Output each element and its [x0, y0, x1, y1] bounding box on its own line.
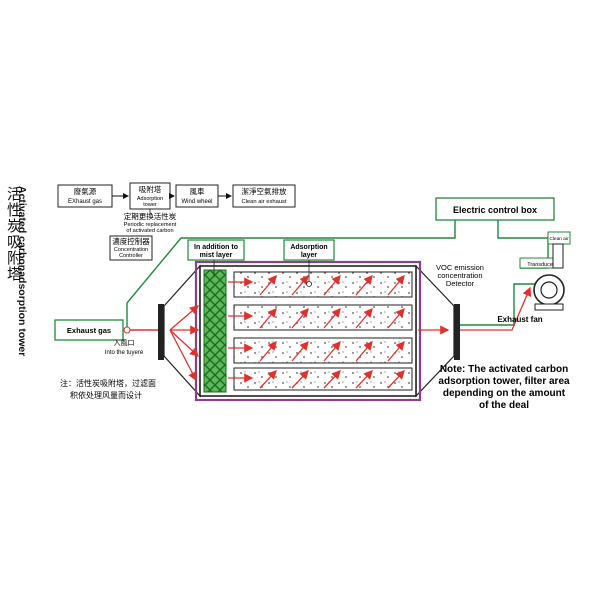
note-line: 注：活性炭吸附塔，过滤面: [60, 378, 156, 388]
sample-point: [123, 326, 131, 334]
flow-box-clean-air: [232, 184, 296, 208]
concentration-controller-box: [109, 235, 153, 261]
airflow-arrows: [169, 275, 450, 389]
replacement-note-cn: 定期更換活性炭: [124, 211, 177, 221]
voc-detector-label: VOC emission: [436, 263, 484, 272]
electric-control-box-label: Electric control box: [453, 205, 537, 215]
fan-outlet-duct: [552, 243, 564, 269]
outlet-flange: [454, 304, 460, 360]
exhaust-fan: Clean air Transducer: [519, 231, 571, 311]
inlet-flange: [158, 304, 164, 360]
adsorption-layer-label: layer: [301, 252, 318, 259]
mist-layer-label: In addition to: [194, 244, 238, 251]
process-flow: 廢氣源 EXhaust gas 吸附塔 Adsorption tower 風車 …: [57, 182, 296, 261]
note-line: depending on the amount: [443, 388, 566, 399]
flow-box-label-cn: 吸附塔: [139, 184, 162, 194]
flow-box-label-cn: 潔淨空氣排放: [242, 186, 287, 196]
mist-layer-label: mist layer: [200, 252, 233, 259]
note-chinese: 注：活性炭吸附塔，过滤面 积依处理风量而设计: [60, 378, 156, 400]
clean-air-label: Clean air: [549, 236, 569, 242]
exhaust-fan-label: Exhaust fan: [497, 315, 542, 324]
note-line: of the deal: [479, 400, 529, 411]
title-english: Activated carbonadsorption tower: [16, 186, 28, 357]
controller-label-en: Concentration: [114, 247, 148, 253]
flow-box-label-en: Wind wheel: [181, 199, 212, 205]
tuyere-label-cn: 入風口: [114, 339, 135, 347]
diagram-title: 活性炭吸附塔 Activated carbonadsorption tower: [2, 186, 28, 416]
adsorption-layer-label: Adsorption: [290, 244, 327, 251]
carbon-bed: [233, 271, 413, 298]
flow-box-label-en: Adsorption: [137, 196, 163, 202]
replacement-note-en: of activated carbon: [126, 228, 173, 234]
tuyere-label-en: Into the tuyere: [105, 350, 144, 356]
note-line: Note: The activated carbon: [440, 364, 568, 375]
fan-impeller: [540, 281, 558, 299]
title-chinese: 活性炭吸附塔: [5, 186, 23, 282]
exhaust-gas-label: Exhaust gas: [67, 326, 111, 335]
note-line: 积依处理风量而设计: [70, 390, 142, 400]
flow-box-label-en: tower: [143, 202, 157, 208]
carbon-bed: [233, 337, 413, 364]
flow-box-label-cn: 風車: [190, 186, 205, 196]
outlet-airflow-line: [460, 286, 532, 331]
mist-layer-callout: [187, 239, 245, 261]
fan-base: [534, 303, 564, 311]
voc-detector-label: concentration: [437, 271, 482, 280]
note-line: adsorption tower, filter area: [438, 376, 570, 387]
flow-box-label-en: EXhaust gas: [68, 199, 102, 205]
controller-label-cn: 濃度控制器: [112, 236, 150, 246]
voc-detector-label: Detector: [446, 279, 475, 288]
flow-box-label-cn: 廢氣源: [74, 186, 97, 196]
mist-layer: [203, 269, 227, 393]
carbon-bed: [233, 304, 413, 331]
flow-box-label-en: Clean air exhaust: [241, 199, 287, 205]
transducer-label: Transducer: [527, 262, 555, 268]
electric-control-box: [435, 197, 555, 221]
callout-dot: [306, 281, 312, 287]
replacement-note-en: Periodic replacement: [124, 222, 177, 228]
note-english: Note: The activated carbon adsorption to…: [438, 364, 570, 411]
controller-label-en: Controller: [119, 253, 143, 259]
